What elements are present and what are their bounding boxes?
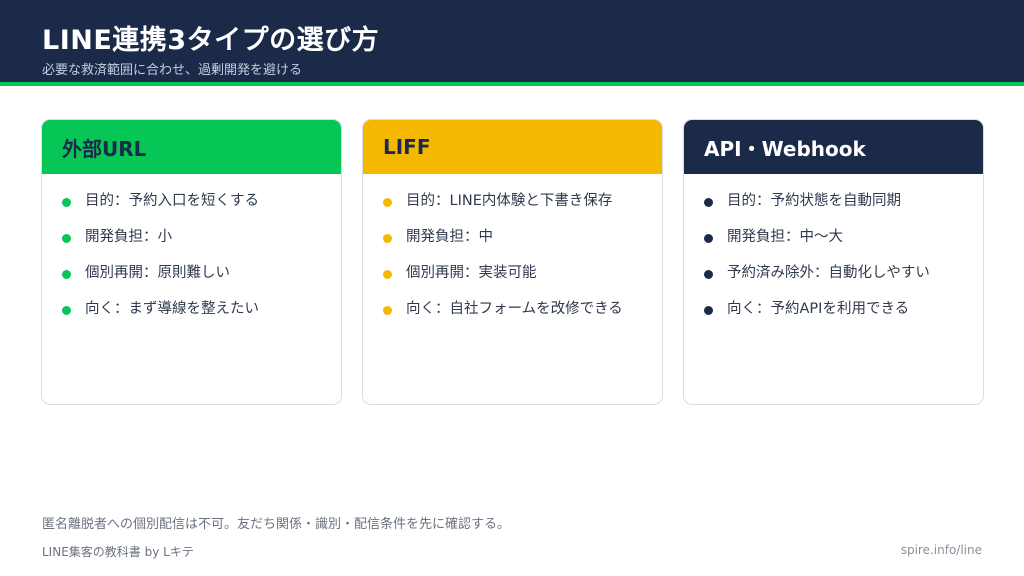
header-bar: LINE連携3タイプの選び方 必要な救済範囲に合わせ、過剰開発を避ける	[0, 0, 1024, 82]
bullet-dot-icon	[704, 234, 713, 243]
card-title: 外部URL	[62, 136, 147, 161]
brand-credit: LINE集客の教科書 by Lキテ	[42, 545, 194, 559]
list-item-text: 個別再開：原則難しい	[85, 265, 230, 281]
card-body: 目的：予約状態を自動同期 開発負担：中〜大 予約済み除外：自動化しやすい 向く：…	[684, 174, 983, 321]
bullet-dot-icon	[62, 234, 71, 243]
card-header: 外部URL	[42, 120, 341, 174]
bullet-dot-icon	[383, 198, 392, 207]
footnote: 匿名離脱者への個別配信は不可。友だち関係・識別・配信条件を先に確認する。	[42, 517, 511, 532]
list-item: 個別再開：原則難しい	[62, 262, 323, 285]
bullet-dot-icon	[383, 270, 392, 279]
bullet-dot-icon	[62, 306, 71, 315]
list-item-text: 開発負担：中〜大	[727, 229, 843, 245]
bullet-dot-icon	[383, 306, 392, 315]
card-header: LIFF	[363, 120, 662, 174]
card-title: LIFF	[383, 135, 431, 159]
card-liff: LIFF 目的：LINE内体験と下書き保存 開発負担：中 個別再開：実装可能 向…	[362, 119, 663, 405]
list-item-text: 開発負担：小	[85, 229, 172, 245]
list-item: 目的：予約状態を自動同期	[704, 190, 965, 213]
list-item: 予約済み除外：自動化しやすい	[704, 262, 965, 285]
list-item-text: 開発負担：中	[406, 229, 493, 245]
list-item-text: 予約済み除外：自動化しやすい	[727, 265, 930, 281]
list-item-text: 向く：自社フォームを改修できる	[406, 301, 623, 317]
card-api-webhook: API・Webhook 目的：予約状態を自動同期 開発負担：中〜大 予約済み除外…	[683, 119, 984, 405]
card-title: API・Webhook	[704, 136, 866, 161]
card-body: 目的：LINE内体験と下書き保存 開発負担：中 個別再開：実装可能 向く：自社フ…	[363, 174, 662, 321]
source-url: spire.info/line	[900, 543, 982, 557]
page-subtitle: 必要な救済範囲に合わせ、過剰開発を避ける	[42, 63, 303, 78]
list-item-text: 目的：予約入口を短くする	[85, 193, 259, 209]
bullet-dot-icon	[704, 270, 713, 279]
list-item: 開発負担：小	[62, 226, 323, 249]
list-item: 目的：LINE内体験と下書き保存	[383, 190, 644, 213]
list-item: 開発負担：中	[383, 226, 644, 249]
list-item-text: 向く：まず導線を整えたい	[85, 301, 259, 317]
list-item: 向く：自社フォームを改修できる	[383, 298, 644, 321]
list-item-text: 向く：予約APIを利用できる	[727, 301, 910, 317]
card-header: API・Webhook	[684, 120, 983, 174]
list-item: 向く：まず導線を整えたい	[62, 298, 323, 321]
card-external-url: 外部URL 目的：予約入口を短くする 開発負担：小 個別再開：原則難しい 向く：…	[41, 119, 342, 405]
list-item: 目的：予約入口を短くする	[62, 190, 323, 213]
bullet-dot-icon	[62, 198, 71, 207]
bullet-dot-icon	[704, 198, 713, 207]
list-item: 開発負担：中〜大	[704, 226, 965, 249]
list-item: 個別再開：実装可能	[383, 262, 644, 285]
bullet-dot-icon	[704, 306, 713, 315]
bullet-dot-icon	[383, 234, 392, 243]
list-item-text: 個別再開：実装可能	[406, 265, 537, 281]
header-accent-line	[0, 82, 1024, 86]
list-item-text: 目的：予約状態を自動同期	[727, 193, 901, 209]
list-item: 向く：予約APIを利用できる	[704, 298, 965, 321]
list-item-text: 目的：LINE内体験と下書き保存	[406, 193, 613, 209]
page-title: LINE連携3タイプの選び方	[42, 25, 380, 56]
card-body: 目的：予約入口を短くする 開発負担：小 個別再開：原則難しい 向く：まず導線を整…	[42, 174, 341, 321]
bullet-dot-icon	[62, 270, 71, 279]
